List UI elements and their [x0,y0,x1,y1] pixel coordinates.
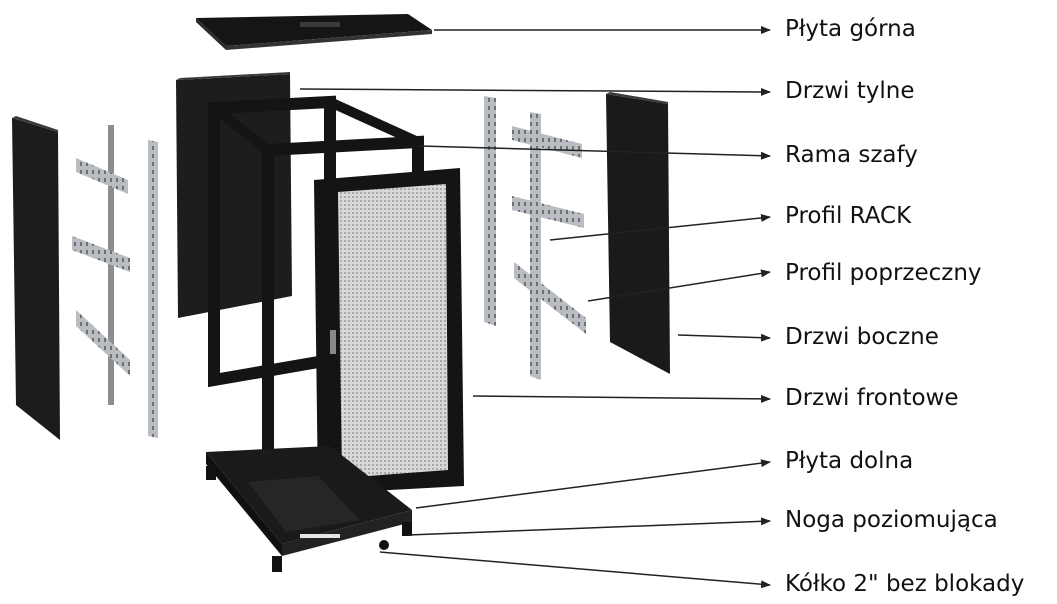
arrow-profil-poprzeczny [587,269,771,302]
caster-wheel [379,540,389,550]
label-rama-szafy: Rama szafy [785,142,918,168]
left-side-door [12,116,60,440]
top-plate [196,14,432,50]
arrow-drzwi-boczne [677,333,771,342]
label-plyta-gorna: Płyta górna [785,16,916,42]
left-rack-profile [148,140,158,438]
label-profil-rack: Profil RACK [785,203,912,229]
pointer-arrows [299,26,771,589]
right-cross-profiles [512,126,586,334]
arrow-drzwi-tylne [299,87,771,96]
left-cross-profiles [72,125,130,405]
arrow-plyta-dolna [415,459,771,509]
right-side-door [606,92,670,374]
label-drzwi-frontowe: Drzwi frontowe [785,385,959,411]
label-drzwi-boczne: Drzwi boczne [785,324,939,350]
right-rack-profile [484,96,541,380]
front-door [314,168,464,494]
levelling-feet [206,466,412,572]
arrow-rama-szafy [419,145,771,160]
label-drzwi-tylne: Drzwi tylne [785,78,915,104]
label-noga-poziomujaca: Noga poziomująca [785,507,998,533]
arrow-drzwi-frontowe [472,394,771,403]
label-profil-poprzeczny: Profil poprzeczny [785,260,982,286]
arrow-kolko [379,551,771,589]
arrow-profil-rack [549,213,771,241]
bottom-plate [206,446,412,556]
label-kolko: Kółko 2" bez blokady [785,571,1025,597]
arrow-noga-poziomujaca [407,517,771,536]
label-plyta-dolna: Płyta dolna [785,448,914,474]
